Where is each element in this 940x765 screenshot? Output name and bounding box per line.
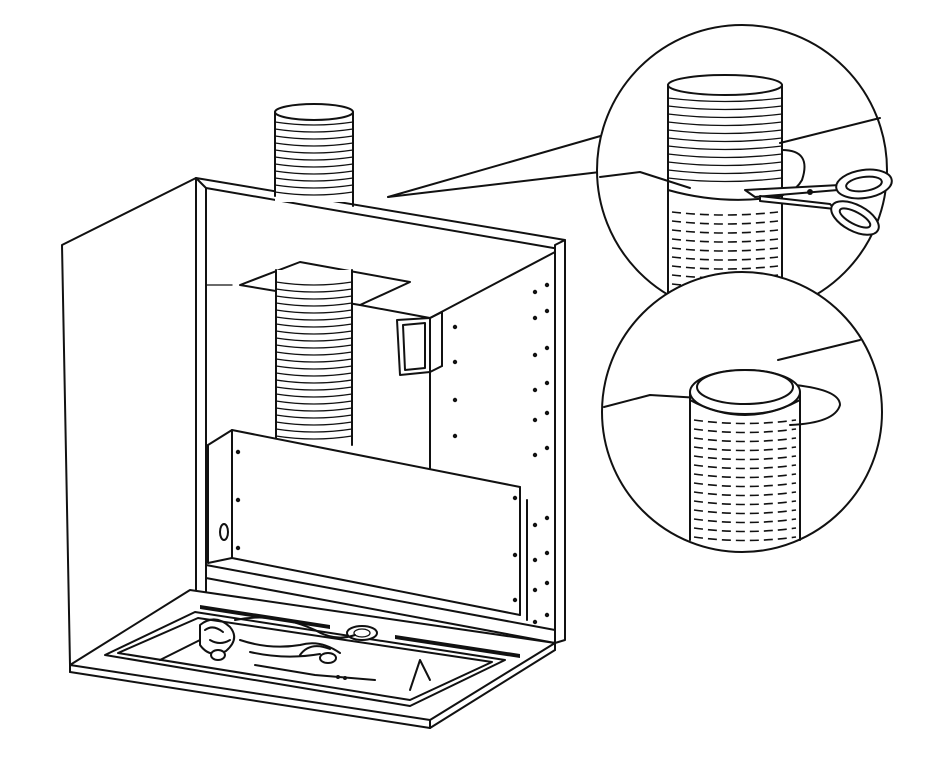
duct-ring — [274, 163, 354, 168]
duct-ring — [693, 527, 797, 533]
duct-ring — [275, 302, 353, 307]
duct-ring — [693, 455, 797, 461]
duct-ring — [667, 137, 783, 143]
duct-ring — [693, 536, 797, 542]
duct-ring — [667, 113, 783, 119]
duct-ring — [693, 509, 797, 515]
duct-ring — [275, 421, 353, 426]
duct-ring — [693, 482, 797, 488]
duct-ring — [693, 500, 797, 506]
duct-ring — [274, 191, 354, 196]
duct-ring — [667, 97, 783, 103]
duct-ring — [274, 170, 354, 175]
duct-ring — [693, 428, 797, 434]
duct-ring — [274, 142, 354, 147]
duct-ring — [693, 518, 797, 524]
duct-ring — [275, 316, 353, 321]
duct-ring — [275, 295, 353, 300]
duct-upper — [274, 103, 354, 207]
detail-cut-result — [601, 271, 883, 553]
duct-ring — [275, 351, 353, 356]
duct-ring — [667, 177, 783, 183]
duct-ring — [275, 435, 353, 440]
duct-ring — [693, 419, 797, 425]
duct-ring — [275, 379, 353, 384]
duct-ring — [667, 145, 783, 151]
range-hood — [69, 429, 556, 729]
duct-ring — [275, 400, 353, 405]
cabinet-right-side — [554, 239, 566, 644]
duct-ring — [274, 135, 354, 140]
duct-ring — [275, 330, 353, 335]
detail-callout-pointer — [387, 134, 605, 198]
duct-ring — [275, 281, 353, 286]
duct-ring — [275, 358, 353, 363]
duct-ring — [275, 344, 353, 349]
hood-light — [346, 625, 378, 641]
duct-ring — [274, 177, 354, 182]
duct-ring — [275, 372, 353, 377]
duct-ring — [667, 105, 783, 111]
duct-ring — [667, 161, 783, 167]
duct-ring — [693, 446, 797, 452]
detail-cut-duct — [596, 24, 893, 316]
duct-ring — [275, 428, 353, 433]
duct-ring — [275, 365, 353, 370]
cabinet-top-rail — [195, 177, 566, 251]
duct-ring — [274, 121, 354, 126]
duct-ring — [667, 153, 783, 159]
duct-ring — [275, 309, 353, 314]
duct-ring — [693, 464, 797, 470]
duct-ring — [693, 437, 797, 443]
duct-ring — [275, 407, 353, 412]
mounting-bracket — [396, 311, 443, 376]
right-panel-holes — [452, 282, 550, 625]
duct-ring — [693, 491, 797, 497]
duct-ring — [693, 473, 797, 479]
duct-ring — [274, 149, 354, 154]
duct-ring — [667, 121, 783, 127]
duct-inner — [275, 269, 353, 446]
duct-ring — [274, 156, 354, 161]
duct-ring — [275, 288, 353, 293]
duct-ring — [274, 184, 354, 189]
duct-ring — [667, 169, 783, 175]
cabinet-left-side — [61, 177, 207, 666]
scissors-icon — [744, 168, 893, 236]
duct-ring — [274, 128, 354, 133]
duct-ring — [275, 393, 353, 398]
duct-ring — [275, 337, 353, 342]
duct-ring — [275, 414, 353, 419]
duct-ring — [275, 386, 353, 391]
duct-ring — [667, 129, 783, 135]
duct-ring — [275, 323, 353, 328]
hood-fan-motor — [159, 616, 431, 691]
